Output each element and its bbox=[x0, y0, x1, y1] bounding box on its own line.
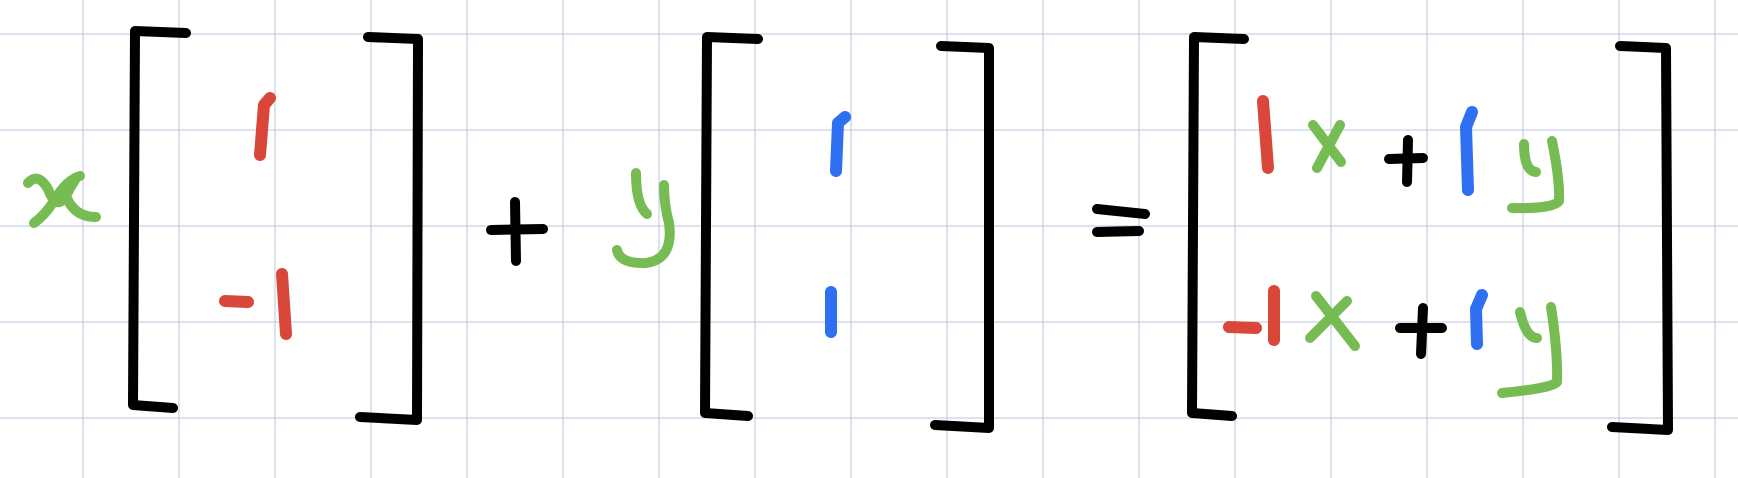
result-row2-coef-1-blue bbox=[1470, 289, 1488, 350]
right-vector-result bbox=[1187, 32, 1673, 435]
vector2-entry-1-top bbox=[830, 111, 851, 177]
result-row1-coef-1-blue bbox=[1460, 106, 1478, 196]
vector1-entry-minus-1-minus bbox=[219, 295, 254, 308]
right-bracket-3 bbox=[1607, 41, 1673, 435]
left-vector-x bbox=[23, 26, 423, 425]
right-bracket-2 bbox=[930, 41, 994, 433]
result-row2-x bbox=[1305, 291, 1360, 351]
left-bracket-3 bbox=[1187, 32, 1249, 421]
equals-operator bbox=[1092, 204, 1150, 237]
result-row1-coef-1 bbox=[1257, 95, 1274, 174]
plus-operator-lhs bbox=[486, 197, 548, 266]
vector1-entry-minus-1-one bbox=[276, 268, 292, 340]
result-row2-y bbox=[1497, 302, 1563, 398]
scalar-y-handwritten bbox=[612, 168, 675, 269]
result-row1-plus-horizontal bbox=[1384, 153, 1428, 164]
vector1-entry-1 bbox=[254, 92, 276, 161]
left-bracket-2 bbox=[700, 32, 763, 421]
left-bracket-1 bbox=[128, 26, 191, 413]
result-row2-minus bbox=[1223, 321, 1262, 334]
left-vector-y bbox=[612, 32, 994, 433]
scalar-x-handwritten bbox=[23, 171, 101, 228]
result-row1-x bbox=[1308, 120, 1346, 173]
plus-horizontal bbox=[486, 224, 548, 235]
equals-top bbox=[1092, 204, 1150, 219]
right-bracket-1 bbox=[355, 32, 423, 425]
equals-bottom bbox=[1092, 226, 1144, 237]
result-row1-y bbox=[1507, 136, 1565, 214]
